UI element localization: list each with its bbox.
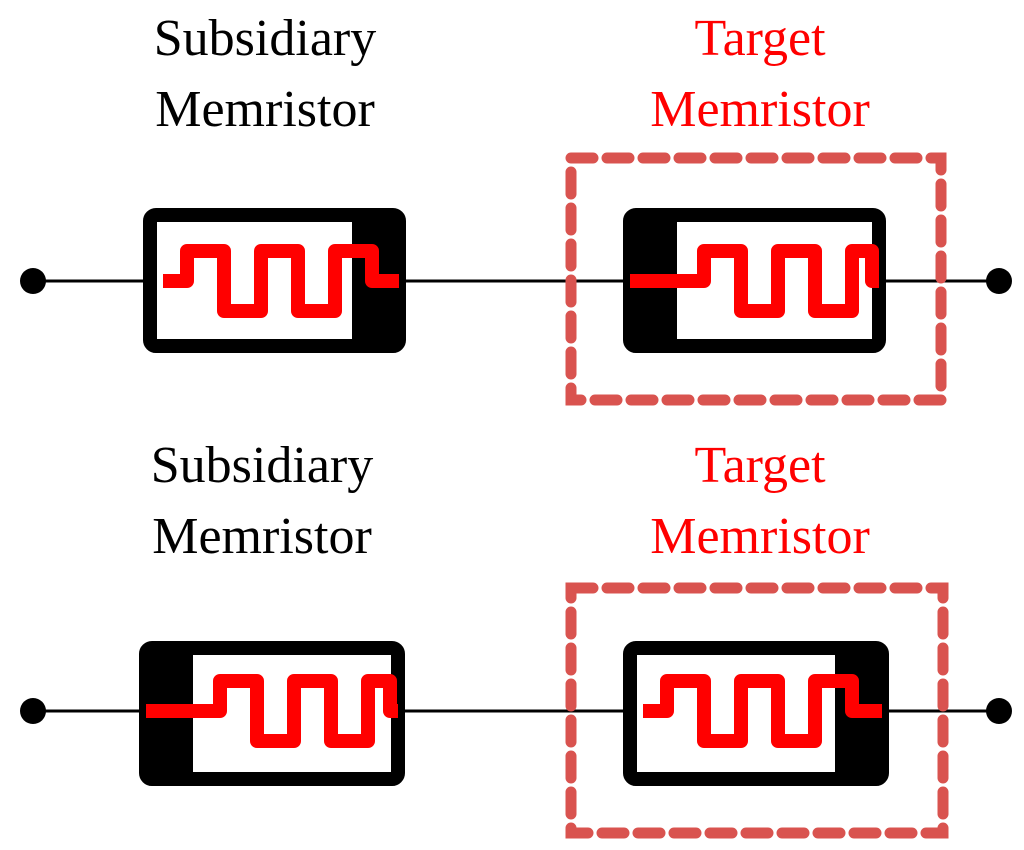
memristor-top-right[interactable] <box>623 208 886 353</box>
label-subsidiary-top-line1: Subsidiary <box>154 10 376 67</box>
terminal-dot-left-bottom <box>20 698 46 724</box>
memristor-top-left[interactable] <box>143 208 406 353</box>
label-target-bottom-line2: Memristor <box>650 508 870 565</box>
memristor-wave-top-left <box>163 244 399 318</box>
label-target-bottom-line1: Target <box>694 437 826 494</box>
terminal-dot-left-top <box>20 268 46 294</box>
label-target-top-line2: Memristor <box>650 81 870 138</box>
memristor-bottom-left[interactable] <box>139 641 405 786</box>
memristor-wave-bottom-right <box>643 674 882 748</box>
label-subsidiary-bottom-line2: Memristor <box>152 508 372 565</box>
target-highlight-box-top <box>565 152 947 406</box>
memristor-wave-top-right <box>630 244 879 318</box>
label-subsidiary-top-line2: Memristor <box>155 81 375 138</box>
row-bottom: Subsidiary Memristor Target Memristor <box>20 437 1012 839</box>
memristor-wave-bottom-left <box>146 674 398 748</box>
target-highlight-box-bottom <box>565 582 949 839</box>
terminal-dot-right-bottom <box>986 698 1012 724</box>
label-target-top-line1: Target <box>694 10 826 67</box>
terminal-dot-right-top <box>986 268 1012 294</box>
label-subsidiary-bottom-line1: Subsidiary <box>151 437 373 494</box>
memristor-bottom-right[interactable] <box>623 641 889 786</box>
row-top: Subsidiary Memristor Target Memristor <box>20 10 1012 406</box>
